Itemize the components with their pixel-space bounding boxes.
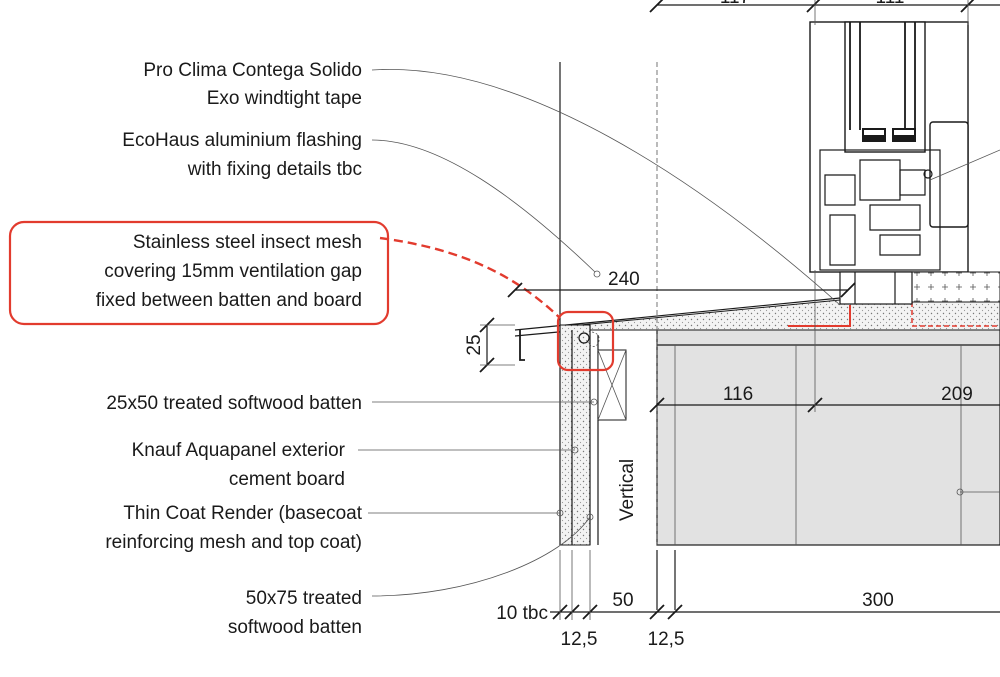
label-mesh-line3: fixed between batten and board [96,290,362,311]
highlight-vent-gap [556,310,615,372]
window-frame [809,21,969,273]
dim-bottom-50: 50 [612,590,633,611]
dim-bottom-12-5b: 12,5 [648,629,685,650]
dim-bottom-10tbc: 10 tbc [496,603,548,624]
label-tape-line2: Exo windtight tape [207,88,362,109]
label-knauf-line1: Knauf Aquapanel exterior [132,440,346,461]
windtight-tape [788,305,851,327]
mesh-leader [379,236,561,319]
label-tape-line1: Pro Clima Contega Solido [143,60,362,81]
render-board [559,324,591,546]
label-batten-50x75-line1: 50x75 treated [246,588,362,609]
label-mesh-line2: covering 15mm ventilation gap [104,261,362,282]
label-render-line2: reinforcing mesh and top coat) [105,532,362,553]
reveal-insulation [911,271,1000,303]
dim-drip: 25 [464,334,485,355]
drip-return [519,330,525,361]
label-knauf-line2: cement board [229,469,345,490]
dim-frame-left: 116 [723,384,753,405]
dim-top-right: 111 [876,0,905,8]
dim-bottom-12-5a: 12,5 [561,629,598,650]
dimension-lines [479,0,1000,620]
label-batten-25x50: 25x50 treated softwood batten [106,393,362,414]
frame-base [839,271,913,305]
label-vertical: Vertical [617,459,638,521]
dim-frame-right: 209 [941,384,973,405]
label-flashing-line1: EcoHaus aluminium flashing [122,130,362,151]
label-render-line1: Thin Coat Render (basecoat [123,503,362,524]
label-mesh-line1: Stainless steel insect mesh [133,232,362,253]
highlight-mesh-label [8,220,390,326]
dim-bottom-300: 300 [862,590,894,611]
label-batten-50x75-line2: softwood batten [228,617,362,638]
dim-top-left: 117 [720,0,750,8]
dim-sill-upstand: 240 [608,269,640,290]
wall-block [656,324,1000,546]
label-flashing-line2: with fixing details tbc [187,159,362,180]
leader-lines [358,69,1000,597]
